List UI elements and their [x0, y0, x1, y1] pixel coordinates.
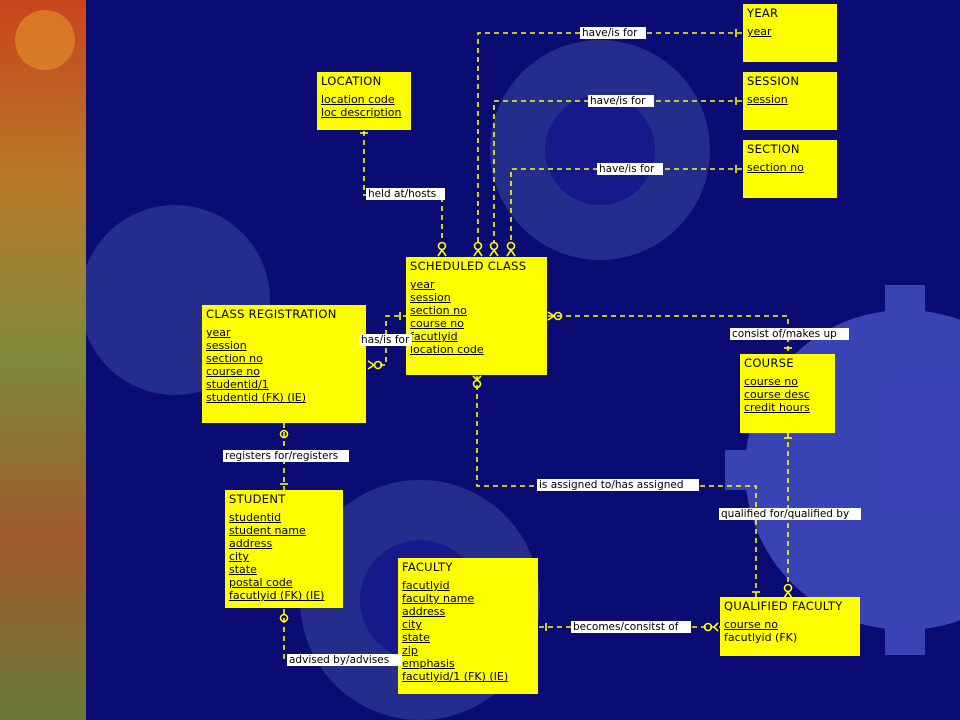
rel-label-student-registration: registers for/registers — [223, 450, 349, 462]
entity-attribute: facutlyid — [402, 579, 450, 592]
entity-attribute: facutlyid (FK) (IE) — [229, 589, 325, 602]
gear-icon — [15, 10, 75, 70]
entity-attribute: facutlyid — [410, 330, 458, 343]
entity-attribute: postal code — [229, 576, 293, 589]
rel-label-location: held at/hosts — [366, 188, 445, 200]
decorative-side-panel — [0, 0, 86, 720]
entity-attribute: state — [402, 631, 430, 644]
entity-attribute: state — [229, 563, 257, 576]
entity-attribute: studentid (FK) (IE) — [206, 391, 306, 404]
entity-attribute: session — [747, 93, 788, 106]
entity-attribute: studentid — [229, 511, 282, 524]
entity-attribute: student name — [229, 524, 306, 537]
entity-attribute: session — [206, 339, 247, 352]
entity-title: YEAR — [747, 6, 779, 20]
entity-attribute: location code — [410, 343, 484, 356]
entity-attribute: session — [410, 291, 451, 304]
entity-attribute: section no — [206, 352, 263, 365]
entity-attribute: section no — [747, 161, 804, 174]
entity-attribute: year — [206, 326, 231, 339]
rel-label-year: have/is for — [580, 27, 646, 39]
rel-label-section: have/is for — [597, 163, 663, 175]
entity-title: FACULTY — [402, 560, 453, 574]
rel-label-becomes: becomes/consitst of — [571, 621, 691, 633]
rel-label-session: have/is for — [588, 95, 654, 107]
entity-attribute: course desc — [744, 388, 810, 401]
entity-year: YEAR year — [743, 4, 837, 62]
rel-label-assigned: is assigned to/has assigned — [537, 479, 699, 491]
entity-title: SECTION — [747, 142, 800, 156]
entity-title: CLASS REGISTRATION — [206, 307, 337, 321]
entity-attribute: course no — [206, 365, 260, 378]
rel-label-registration: has/is for — [359, 334, 412, 346]
rel-label-advised: advised by/advises — [287, 654, 402, 666]
entity-attribute: location code — [321, 93, 395, 106]
entity-attribute: city — [402, 618, 422, 631]
entity-attribute: address — [229, 537, 273, 550]
entity-attribute: course no — [724, 618, 778, 631]
rel-label-course: consist of/makes up — [730, 328, 849, 340]
entity-title: SCHEDULED CLASS — [410, 259, 527, 273]
entity-attribute: section no — [410, 304, 467, 317]
rel-label-qualified: qualified for/qualified by — [719, 508, 861, 520]
entity-attribute: address — [402, 605, 446, 618]
entity-attribute: year — [410, 278, 435, 291]
entity-section: SECTION section no — [743, 140, 837, 198]
entity-attribute: credit hours — [744, 401, 810, 414]
entity-attribute: year — [747, 25, 772, 38]
entity-attribute: emphasis — [402, 657, 455, 670]
entity-title: COURSE — [744, 356, 794, 370]
entity-attribute: studentid/1 — [206, 378, 269, 391]
entity-title: QUALIFIED FACULTY — [724, 599, 843, 613]
entity-title: LOCATION — [321, 74, 382, 88]
entity-attribute: facutlyid/1 (FK) (IE) — [402, 670, 509, 683]
entity-title: SESSION — [747, 74, 800, 88]
entity-attribute: facutlyid (FK) — [724, 631, 798, 644]
entity-attribute: course no — [410, 317, 464, 330]
entity-attribute: faculty name — [402, 592, 475, 605]
entity-attribute: loc description — [321, 106, 402, 119]
entity-attribute: zip — [402, 644, 418, 657]
entity-session: SESSION session — [743, 72, 837, 130]
entity-attribute: course no — [744, 375, 798, 388]
entity-title: STUDENT — [229, 492, 286, 506]
entity-attribute: city — [229, 550, 249, 563]
